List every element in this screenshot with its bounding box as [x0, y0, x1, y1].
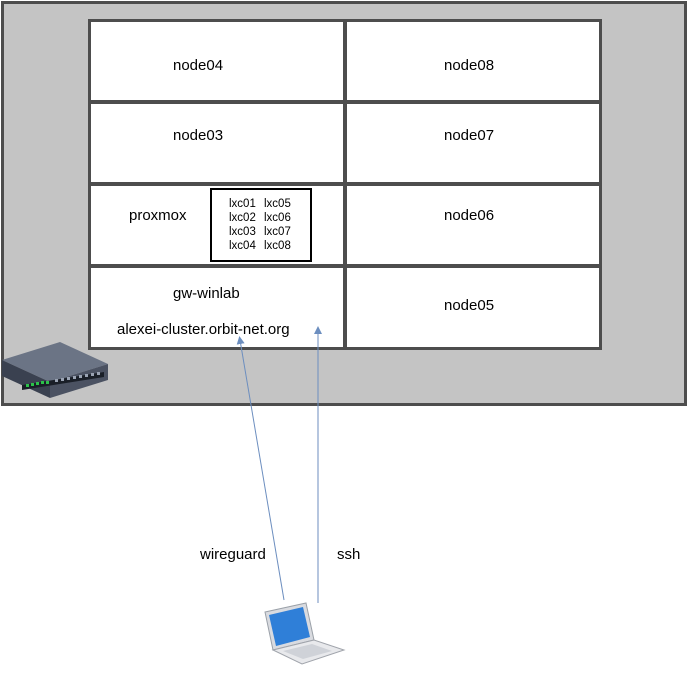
cell-node04: node04 — [91, 22, 343, 100]
cell-node06: node06 — [347, 186, 599, 264]
node-label: node07 — [444, 127, 495, 144]
node-label: gw-winlab — [173, 285, 240, 302]
lxc-container-box: lxc01 lxc05 lxc02 lxc06 lxc03 lxc07 lxc0… — [210, 188, 312, 262]
container-label: lxc04 — [229, 240, 256, 252]
container-label: lxc07 — [264, 226, 291, 238]
node-grid: node04 node08 node03 node07 proxmox node… — [88, 19, 602, 350]
laptop-icon — [264, 602, 346, 665]
container-label: lxc06 — [264, 212, 291, 224]
wireguard-connection — [236, 336, 285, 601]
container-label: lxc05 — [264, 198, 291, 210]
cell-node03: node03 — [91, 104, 343, 182]
container-label: lxc02 — [229, 212, 256, 224]
ssh-label: ssh — [337, 546, 361, 563]
node-label: node08 — [444, 57, 495, 74]
wireguard-label: wireguard — [200, 546, 266, 563]
container-label: lxc03 — [229, 226, 256, 238]
host-label: alexei-cluster.orbit-net.org — [117, 321, 290, 338]
network-switch-icon — [2, 342, 108, 398]
cell-node08: node08 — [347, 22, 599, 100]
cell-node05: node05 — [347, 268, 599, 347]
node-label: proxmox — [129, 207, 187, 224]
node-label: node05 — [444, 297, 495, 314]
node-label: node04 — [173, 57, 224, 74]
container-label: lxc01 — [229, 198, 256, 210]
cell-node07: node07 — [347, 104, 599, 182]
container-label: lxc08 — [264, 240, 291, 252]
cell-gw-winlab: gw-winlab alexei-cluster.orbit-net.org — [91, 268, 343, 347]
node-label: node06 — [444, 207, 495, 224]
node-label: node03 — [173, 127, 224, 144]
